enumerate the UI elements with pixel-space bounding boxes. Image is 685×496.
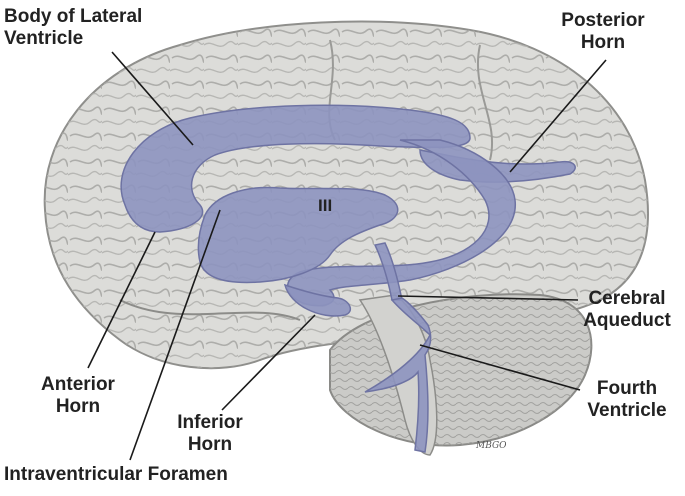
label-posterior-horn: Posterior Horn	[548, 10, 658, 54]
label-body-of-lateral-ventricle: Body of Lateral Ventricle	[4, 6, 142, 50]
label-fourth-ventricle: Fourth Ventricle	[572, 378, 682, 422]
label-anterior-horn: Anterior Horn	[28, 374, 128, 418]
label-cerebral-aqueduct: Cerebral Aqueduct	[571, 288, 683, 332]
artist-signature: MBGO	[476, 441, 507, 451]
label-third-ventricle: III	[318, 195, 332, 217]
label-inferior-horn: Inferior Horn	[160, 412, 260, 456]
label-intraventricular-foramen: Intraventricular Foramen	[4, 464, 228, 486]
